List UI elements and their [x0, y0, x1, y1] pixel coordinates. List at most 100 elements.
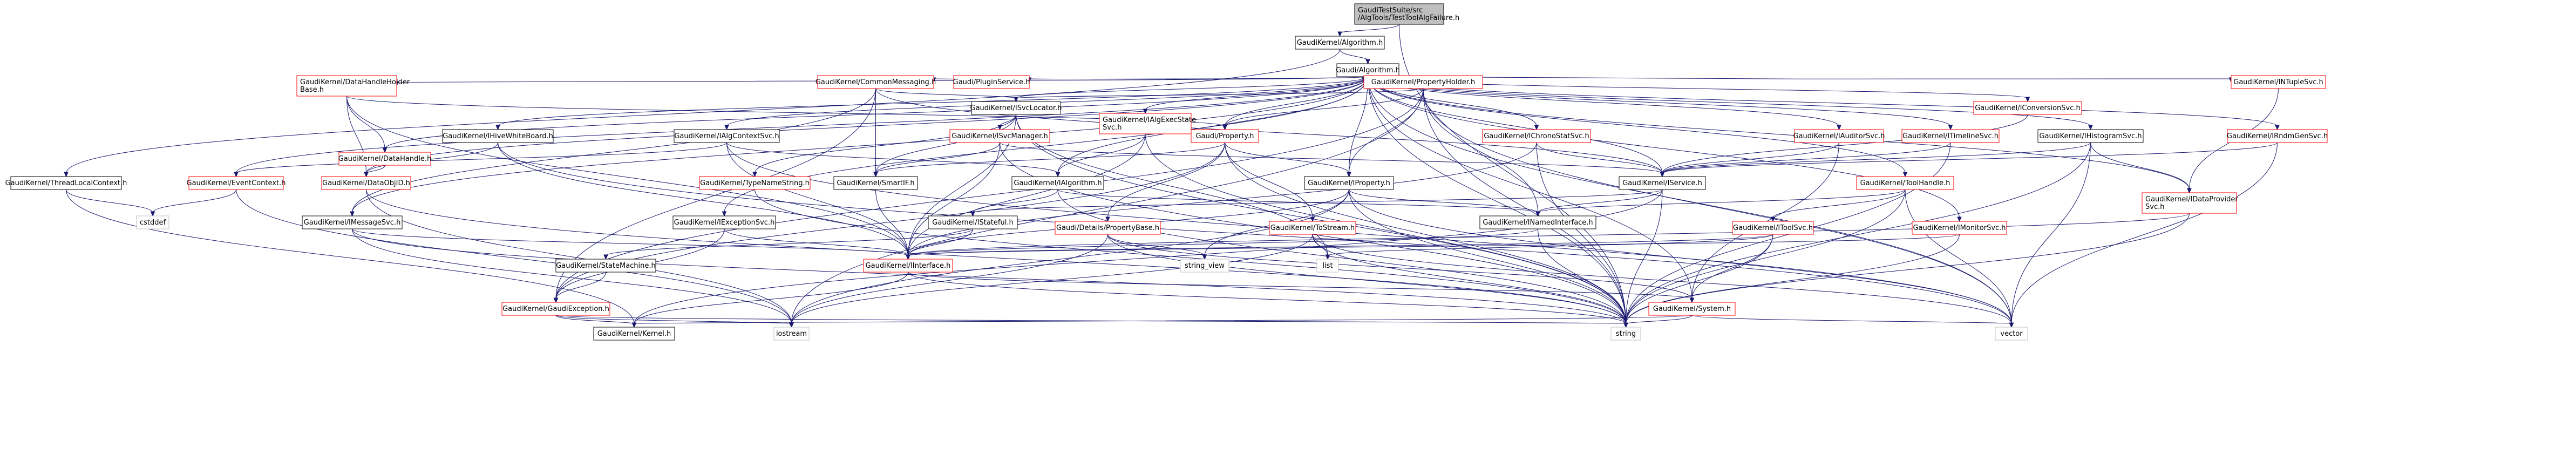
node-box	[949, 129, 1050, 143]
node-istateful[interactable]: GaudiKernel/IStateful.h	[928, 215, 1018, 229]
node-itool-svc[interactable]: GaudiKernel/IToolSvc.h	[1732, 221, 1814, 235]
node-plugin-service[interactable]: Gaudi/PluginService.h	[953, 75, 1030, 89]
edge-itimeline-svc-to-iservice	[1660, 142, 1951, 178]
node-box	[1099, 113, 1192, 134]
edge-system-h-to-vector	[1691, 315, 2014, 328]
node-ihistogram-svc[interactable]: GaudiKernel/IHistogramSvc.h	[2037, 129, 2144, 143]
node-label: GaudiKernel/CommonMessaging.h	[815, 78, 936, 86]
node-iservice[interactable]: GaudiKernel/IService.h	[1619, 176, 1706, 190]
node-smart-if[interactable]: GaudiKernel/SmartIF.h	[833, 176, 918, 190]
node-box	[555, 259, 656, 273]
node-ichrono-stat-svc[interactable]: GaudiKernel/IChronoStatSvc.h	[1482, 129, 1591, 143]
node-ialg-context-svc[interactable]: GaudiKernel/IAlgContextSvc.h	[674, 129, 780, 143]
node-label: GaudiKernel/TypeNameString.h	[700, 179, 810, 187]
node-label: GaudiKernel/IHiveWhiteBoard.h	[443, 132, 553, 140]
node-to-stream[interactable]: GaudiKernel/ToStream.h	[1269, 221, 1356, 235]
node-state-machine[interactable]: GaudiKernel/StateMachine.h	[555, 259, 656, 273]
node-label: GaudiKernel/System.h	[1653, 305, 1731, 313]
node-iproperty[interactable]: GaudiKernel/IProperty.h	[1304, 176, 1394, 190]
node-box	[1354, 3, 1444, 25]
node-isvc-locator[interactable]: GaudiKernel/ISvcLocator.h	[970, 101, 1062, 115]
node-label: GaudiKernel/Kernel.h	[597, 330, 671, 338]
edge-typename-string-to-string	[755, 189, 1628, 328]
node-box	[321, 176, 411, 190]
edge-root-to-string	[1399, 24, 1628, 328]
node-iexception-svc[interactable]: GaudiKernel/IExceptionSvc.h	[672, 215, 776, 229]
node-box	[971, 101, 1061, 115]
edge-ihistogram-svc-to-idata-provider-svc	[2090, 142, 2192, 194]
node-box	[773, 327, 810, 341]
edge-inamed-interface-to-string	[1538, 228, 1628, 328]
node-itimeline-svc[interactable]: GaudiKernel/ITimelineSvc.h	[1901, 129, 2000, 143]
node-iauditor-svc[interactable]: GaudiKernel/IAuditorSvc.h	[1793, 129, 1885, 143]
node-box	[1055, 221, 1161, 235]
edge-gaudi-property-to-smart-if	[873, 142, 1225, 178]
node-ialgorithm[interactable]: GaudiKernel/IAlgorithm.h	[1011, 176, 1104, 190]
node-label: GaudiKernel/IConversionSvc.h	[1975, 104, 2081, 112]
node-event-context[interactable]: GaudiKernel/EventContext.h	[187, 176, 286, 190]
edge-isvc-manager-to-smart-if	[873, 142, 1000, 178]
node-imessage-svc[interactable]: GaudiKernel/IMessageSvc.h	[302, 215, 403, 229]
edge-irndm-gen-svc-to-vector	[2009, 142, 2278, 328]
edge-gaudi-algorithm-to-imonitor-svc	[1368, 76, 1962, 222]
edge-state-machine-to-gaudi-exception	[553, 272, 606, 303]
node-label: Gaudi/Details/PropertyBase.h	[1056, 224, 1159, 232]
node-details-property-base[interactable]: Gaudi/Details/PropertyBase.h	[1055, 221, 1161, 235]
edge-isvc-manager-to-string	[1000, 142, 1628, 328]
edge-thread-local-context-to-cstddef	[66, 189, 155, 217]
node-idata-obj-id[interactable]: GaudiKernel/DataObjID.h	[321, 176, 411, 190]
node-ihive-whiteboard[interactable]: GaudiKernel/IHiveWhiteBoard.h	[442, 129, 554, 143]
node-label: GaudiKernel/DataObjID.h	[322, 179, 410, 187]
node-thread-local-context[interactable]: GaudiKernel/ThreadLocalContext.h	[5, 176, 127, 190]
node-label: GaudiKernel/ToStream.h	[1270, 224, 1355, 232]
node-imonitor-svc[interactable]: GaudiKernel/IMonitorSvc.h	[1912, 221, 2007, 235]
node-algorithm-h[interactable]: GaudiKernel/Algorithm.h	[1295, 36, 1385, 50]
edge-system-h-to-string	[1623, 315, 1693, 328]
node-typename-string[interactable]: GaudiKernel/TypeNameString.h	[699, 176, 811, 190]
node-iconversion-svc[interactable]: GaudiKernel/IConversionSvc.h	[1973, 101, 2082, 115]
edge-ialg-context-svc-to-ialgorithm	[726, 142, 1061, 178]
node-label: Svc.h	[2145, 203, 2164, 211]
node-tool-handle[interactable]: GaudiKernel/ToolHandle.h	[1856, 176, 1954, 190]
node-label: GaudiKernel/IInterface.h	[866, 262, 951, 270]
node-label: GaudiKernel/IService.h	[1622, 179, 1702, 187]
edge-gaudi-algorithm-to-iexception-svc	[722, 76, 1368, 217]
node-inamed-interface[interactable]: GaudiKernel/INamedInterface.h	[1479, 215, 1596, 229]
node-property-holder[interactable]: GaudiKernel/PropertyHolder.h	[1363, 75, 1483, 89]
node-label: cstddef	[140, 219, 166, 227]
node-irndm-gen-svc[interactable]: GaudiKernel/IRndmGenSvc.h	[2227, 129, 2328, 143]
node-label: string_view	[1185, 262, 1225, 270]
node-iinterface[interactable]: GaudiKernel/IInterface.h	[863, 259, 953, 273]
node-label: GaudiKernel/ISvcManager.h	[951, 132, 1048, 140]
node-box	[1336, 63, 1399, 77]
node-system-h[interactable]: GaudiKernel/System.h	[1648, 302, 1736, 316]
edge-isvc-locator-to-typename-string	[752, 114, 1016, 178]
edge-gaudi-exception-to-iostream	[555, 315, 794, 328]
node-box	[188, 176, 284, 190]
node-isvc-manager[interactable]: GaudiKernel/ISvcManager.h	[949, 129, 1050, 143]
edge-algorithm-h-to-gaudi-algorithm	[1340, 49, 1370, 65]
node-box	[1995, 327, 2028, 341]
node-gaudi-algorithm[interactable]: Gaudi/Algorithm.h	[1336, 63, 1400, 77]
node-label: Gaudi/Property.h	[1195, 132, 1254, 140]
node-intuple-svc[interactable]: GaudiKernel/INTupleSvc.h	[2231, 75, 2326, 89]
edge-iservice-to-inamed-interface	[1535, 189, 1663, 217]
node-datahandle[interactable]: GaudiKernel/DataHandle.h	[338, 152, 432, 166]
edge-datahandle-to-idata-obj-id	[364, 165, 385, 178]
node-box	[1610, 327, 1641, 341]
node-gaudi-property[interactable]: Gaudi/Property.h	[1191, 129, 1259, 143]
node-gaudi-exception[interactable]: GaudiKernel/GaudiException.h	[501, 302, 610, 316]
node-label: GaudiKernel/IAuditorSvc.h	[1793, 132, 1885, 140]
node-label: GaudiKernel/IMessageSvc.h	[304, 219, 401, 227]
node-box	[136, 215, 169, 229]
node-kernel-h[interactable]: GaudiKernel/Kernel.h	[593, 327, 675, 341]
node-common-messaging[interactable]: GaudiKernel/CommonMessaging.h	[815, 75, 936, 89]
nodes-layer: GaudiTestSuite/src/AlgTools/TestToolAlgF…	[5, 3, 2328, 341]
node-label: list	[1322, 262, 1333, 270]
node-box	[1794, 129, 1884, 143]
node-box	[1316, 259, 1339, 273]
